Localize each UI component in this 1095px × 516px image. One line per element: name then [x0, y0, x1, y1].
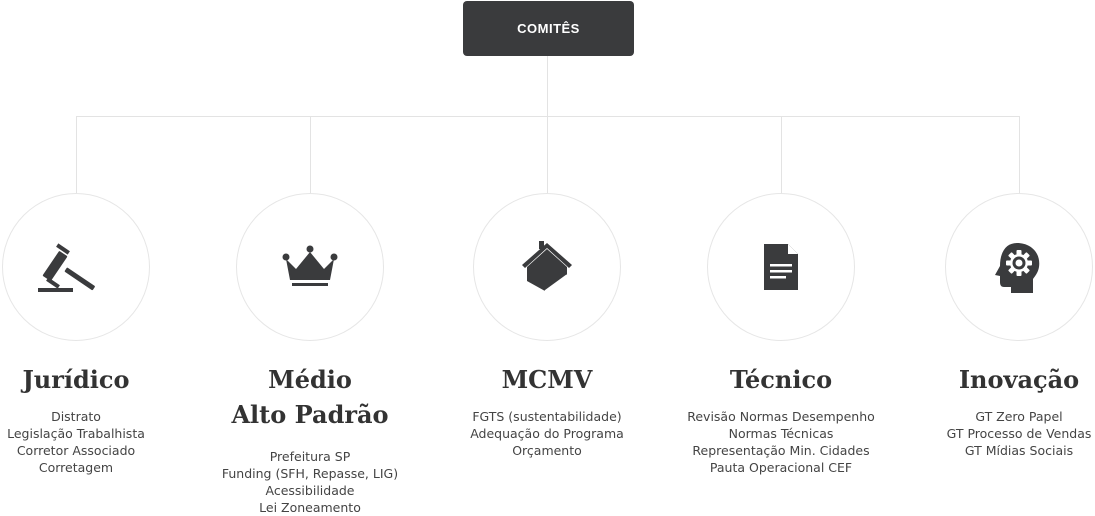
root-label: COMITÊS: [517, 21, 580, 36]
title-line: Alto Padrão: [231, 400, 389, 429]
inovacao-circle: [945, 193, 1093, 341]
tecnico-items: Revisão Normas Desempenho Normas Técnica…: [666, 408, 896, 476]
list-item: Adequação do Programa: [470, 426, 624, 441]
branch-connector-inovacao: [1019, 116, 1020, 194]
list-item: Lei Zoneamento: [259, 500, 361, 515]
horizontal-connector: [76, 116, 1020, 117]
medio-alto-padrao-title: Médio Alto Padrão: [210, 362, 410, 432]
list-item: GT Zero Papel: [975, 409, 1063, 424]
juridico-circle: [2, 193, 150, 341]
list-item: Funding (SFH, Repasse, LIG): [221, 466, 399, 481]
mcmv-title: MCMV: [501, 365, 593, 394]
juridico-items: Distrato Legislação Trabalhista Corretor…: [0, 408, 164, 476]
list-item: Orçamento: [512, 443, 582, 458]
list-item: GT Mídias Sociais: [964, 443, 1074, 458]
root-node: COMITÊS: [463, 1, 634, 56]
head-gear-icon: [991, 239, 1047, 295]
medio-alto-padrao-items: Prefeitura SP Funding (SFH, Repasse, LIG…: [200, 448, 420, 516]
document-icon: [761, 242, 801, 292]
juridico-title: Jurídico: [22, 365, 130, 394]
mcmv-items: FGTS (sustentabilidade) Adequação do Pro…: [437, 408, 657, 459]
list-item: Pauta Operacional CEF: [709, 460, 853, 475]
mcmv-circle: [473, 193, 621, 341]
gavel-icon: [36, 237, 116, 297]
branch-connector-juridico: [76, 116, 77, 194]
list-item: Revisão Normas Desempenho: [687, 409, 875, 424]
list-item: GT Processo de Vendas: [946, 426, 1092, 441]
tecnico-circle: [707, 193, 855, 341]
inovacao-items: GT Zero Papel GT Processo de Vendas GT M…: [924, 408, 1095, 459]
list-item: Acessibilidade: [265, 483, 355, 498]
list-item: Normas Técnicas: [728, 426, 834, 441]
list-item: Representação Min. Cidades: [692, 443, 870, 458]
list-item: Corretagem: [38, 460, 114, 475]
list-item: Distrato: [51, 409, 101, 424]
list-item: Legislação Trabalhista: [7, 426, 145, 441]
root-connector: [547, 56, 548, 117]
title-line: Médio: [268, 365, 352, 394]
branch-connector-medio: [310, 116, 311, 194]
tecnico-title: Técnico: [729, 365, 833, 394]
list-item: Corretor Associado: [16, 443, 136, 458]
medio-alto-padrao-circle: [236, 193, 384, 341]
list-item: FGTS (sustentabilidade): [472, 409, 622, 424]
list-item: Prefeitura SP: [269, 449, 351, 464]
house-icon: [517, 237, 577, 297]
crown-icon: [280, 242, 340, 292]
inovacao-title: Inovação: [958, 365, 1080, 394]
branch-connector-tecnico: [781, 116, 782, 194]
branch-connector-mcmv: [547, 116, 548, 194]
